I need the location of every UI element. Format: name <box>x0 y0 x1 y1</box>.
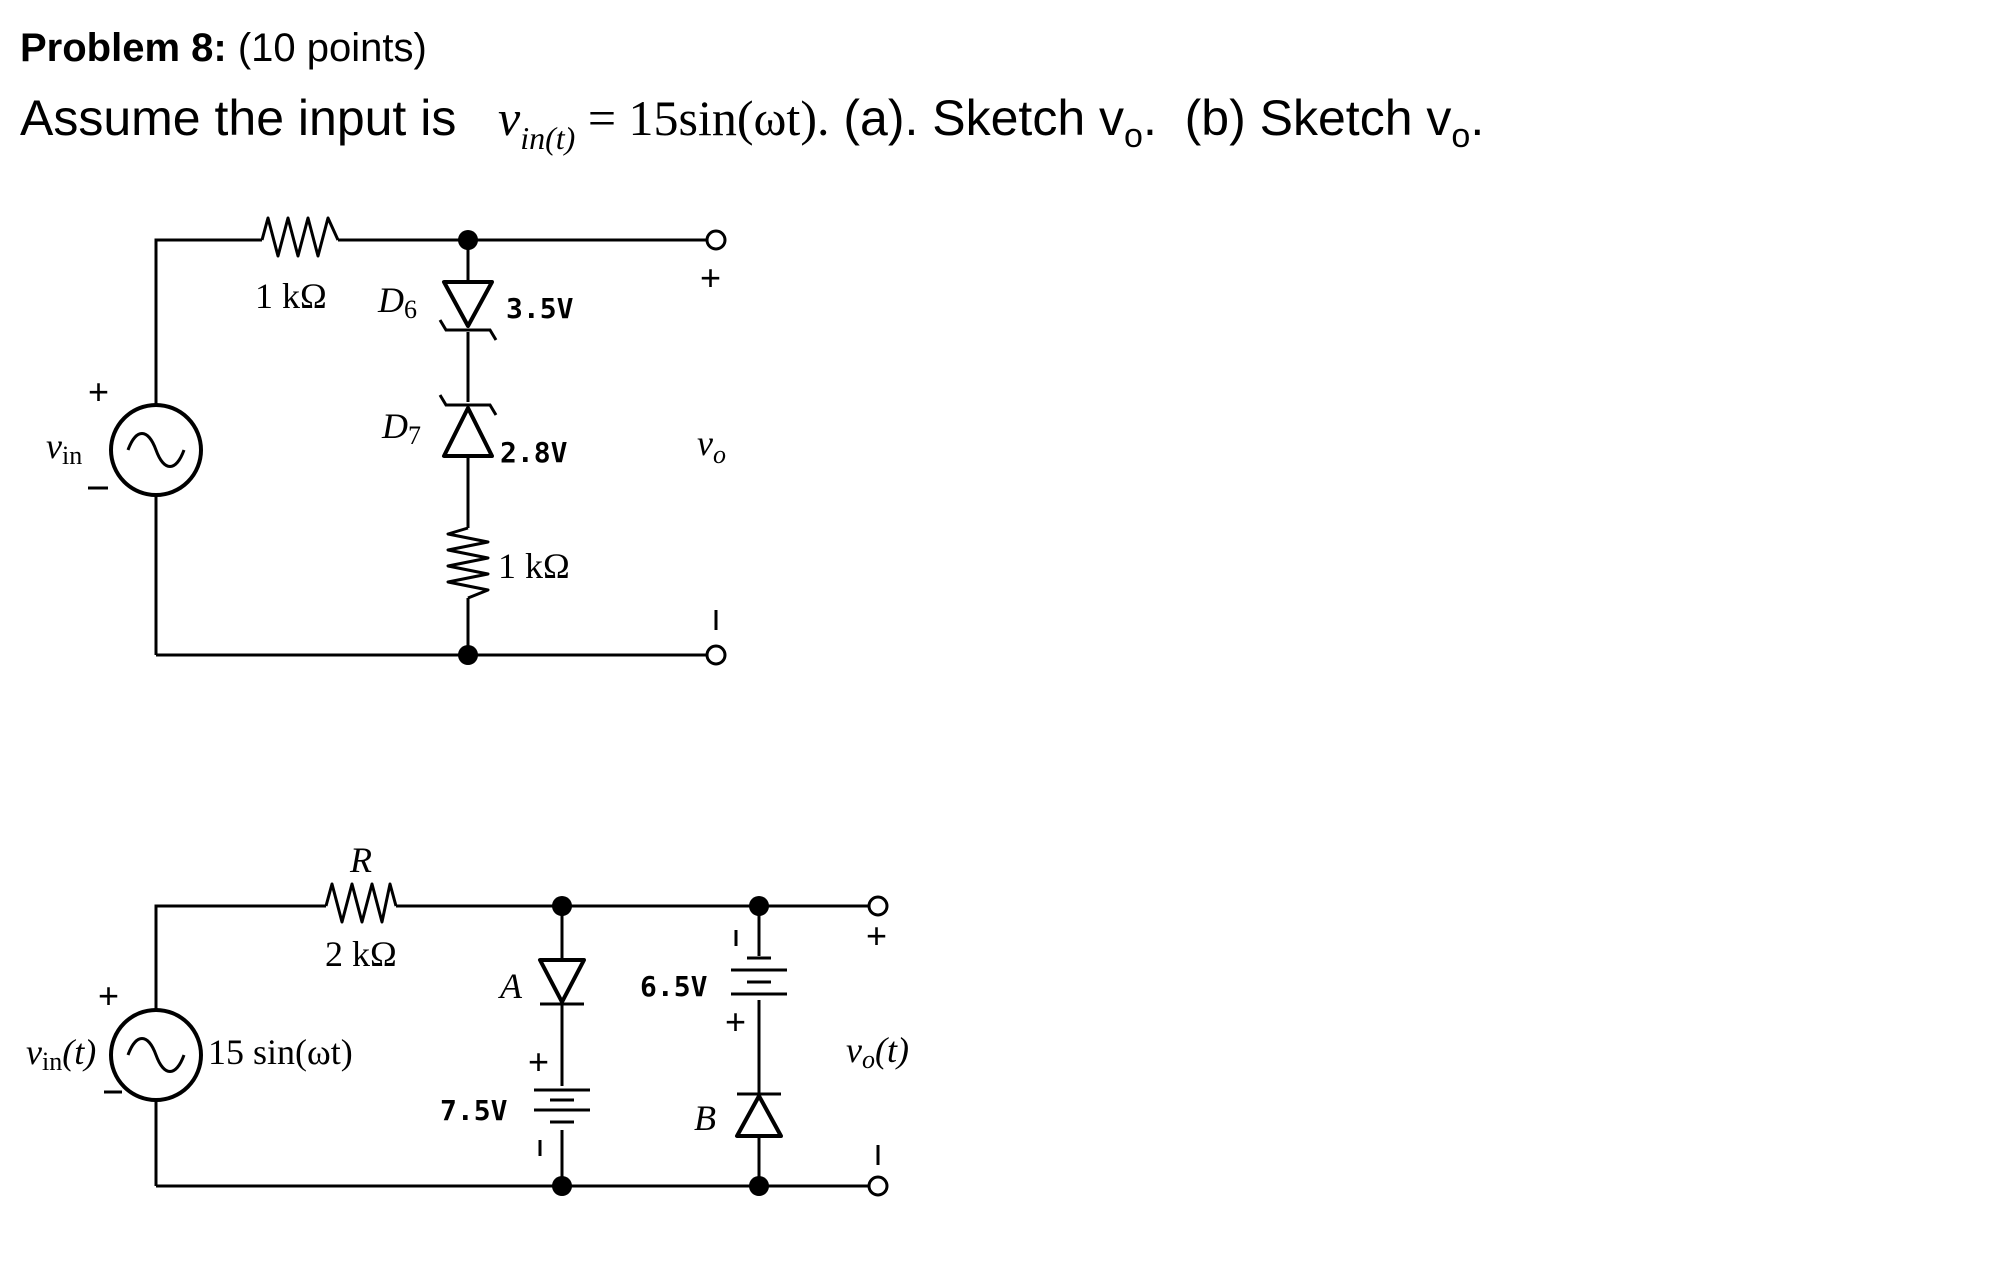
battery2-plus: + <box>725 1001 746 1042</box>
problem-label: Problem 8: <box>20 26 227 70</box>
part-a-period: . <box>1142 90 1157 146</box>
battery2-voltage: 6.5V <box>640 970 708 1003</box>
part-b-vo-sub: o <box>1451 117 1471 155</box>
circuit-b: R 2 kΩ + vo(t) A + 7.5V <box>26 840 909 1197</box>
zener-diode-d7 <box>438 394 498 458</box>
part-b-period: . <box>1470 90 1485 146</box>
problem-title-line: Problem 8: (10 points) <box>20 18 1484 78</box>
node-b-top-left <box>552 896 572 916</box>
source-a-label: vin <box>46 426 82 470</box>
output-b-plus-sign: + <box>866 915 887 956</box>
node-bottom <box>458 645 478 665</box>
output-terminal-minus <box>705 644 727 666</box>
r-label: 2 kΩ <box>325 934 397 974</box>
d7-label: D7 <box>381 406 421 450</box>
source-b-label: vin(t) <box>26 1032 96 1076</box>
battery-6-5v <box>731 956 787 996</box>
assume-text: Assume the input is <box>20 90 457 146</box>
output-terminal-plus <box>705 229 727 251</box>
battery1-plus: + <box>528 1041 549 1082</box>
problem-header: Problem 8: (10 points) Assume the input … <box>20 18 1484 178</box>
circuit-a-wires <box>154 238 710 657</box>
output-plus-sign: + <box>700 257 721 298</box>
output-b-terminal-plus <box>867 895 889 917</box>
node-b-bottom-right <box>749 1176 769 1196</box>
circuit-b-wires <box>154 904 872 1188</box>
resistor-r1 <box>260 216 340 258</box>
r1-label: 1 kΩ <box>255 276 327 316</box>
r2-label: 1 kΩ <box>498 546 570 586</box>
d7-voltage: 2.8V <box>500 436 568 469</box>
battery1-voltage: 7.5V <box>440 1094 508 1127</box>
resistor-r <box>324 882 398 924</box>
source-b-plus: + <box>98 975 119 1016</box>
problem-statement: Assume the input is vin(t) = 15sin(ωt). … <box>20 78 1484 178</box>
diode-a-label: A <box>498 966 523 1006</box>
diode-b-label: B <box>694 1098 716 1138</box>
node-b-top-right <box>749 896 769 916</box>
part-a-label: (a). Sketch v <box>843 90 1125 146</box>
part-b-text: (b) Sketch vo. <box>1184 90 1485 155</box>
diode-b <box>735 1092 783 1138</box>
part-a-text: (a). Sketch vo. <box>843 90 1157 155</box>
ac-source-b <box>109 1008 203 1102</box>
d6-voltage: 3.5V <box>506 292 574 325</box>
source-b-value: 15 sin(ωt) <box>208 1032 353 1072</box>
part-a-vo-sub: o <box>1124 117 1143 155</box>
r-name: R <box>349 840 372 880</box>
resistor-r2 <box>446 526 490 600</box>
battery-7-5v <box>534 1088 590 1124</box>
output-label: vo <box>697 423 726 469</box>
input-equation: vin(t) = 15sin(ωt). <box>498 90 830 156</box>
vin-variable: v <box>498 90 521 146</box>
output-b-terminal-minus <box>867 1175 889 1197</box>
zener-diode-d6 <box>438 280 498 341</box>
source-a-plus: + <box>88 371 109 412</box>
d6-label: D6 <box>377 280 417 324</box>
problem-points: (10 points) <box>237 26 427 70</box>
diode-a <box>538 958 586 1006</box>
node-b-bottom-left <box>552 1176 572 1196</box>
output-b-label: vo(t) <box>846 1030 909 1074</box>
circuit-a: 1 kΩ + vo D6 3.5V D7 2.8V <box>46 216 727 666</box>
equation-rhs: = 15sin(ωt). <box>587 90 830 146</box>
part-b-label: (b) Sketch v <box>1184 90 1452 146</box>
ac-source-a <box>109 403 203 497</box>
node-top <box>458 230 478 250</box>
vin-subscript: in(t) <box>520 120 576 156</box>
